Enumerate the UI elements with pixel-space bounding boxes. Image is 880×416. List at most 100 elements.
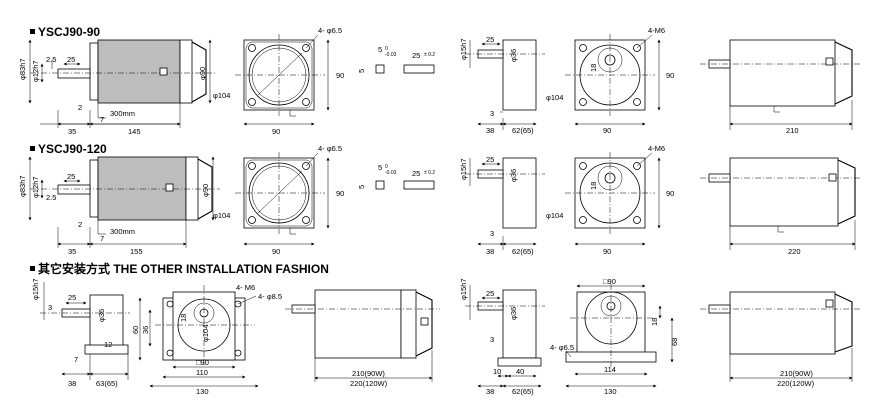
dim-label: 35 [68,127,76,136]
dim-label: 38 [486,247,494,256]
dim-label: 90 [666,71,674,80]
dim-label: 60 [131,326,140,334]
dim-label: φ36 [509,169,518,182]
dim-label: 4- φ6.5 [318,144,342,153]
dim-label: 300mm [110,227,135,236]
flange-front-view-row2 [235,152,330,246]
section-title: YSCJ90-120 [38,142,107,156]
dim-label: 18 [589,64,598,72]
dim-label: φ104 [546,93,563,102]
dim-label: 62(65) [512,247,534,256]
dim-label: 4- M6 [236,283,255,292]
dim-label: 155 [130,247,143,256]
flange-front-view-row1 [235,34,330,126]
foot-gearmotor-side-view [700,291,862,382]
dim-label: 4- φ6.5 [550,343,574,352]
tolerance-label: 0 [385,46,388,52]
dim-label: 90 [603,247,611,256]
bracket-side-view [40,282,130,380]
dim-label: 25 [67,55,75,64]
dim-label: 25 [67,172,75,181]
dim-label: 2.5 [46,193,56,202]
dim-label: 130 [604,387,617,396]
bullet-square-icon [30,266,35,272]
dim-label: 3 [490,229,494,238]
dim-label: 25 [412,51,420,60]
tolerance-label: -0.03 [385,170,397,176]
dim-label: 4-M6 [648,144,665,153]
dim-label: 62(65) [512,126,534,135]
key-detail-row1 [375,64,435,74]
dim-label: φ104 [213,211,230,220]
dim-label: 62(65) [512,387,534,396]
dim-label: φ83h7 [18,58,27,80]
dim-label: φ15h7 [459,278,468,300]
dim-label: 5 [378,45,382,54]
dim-label: 35 [68,247,76,256]
dim-label: 220(120W) [350,379,388,388]
dim-label: 38 [486,126,494,135]
dim-label: φ83h7 [18,175,27,197]
dim-label: 90 [336,189,344,198]
dim-label: 18 [589,182,598,190]
foot-mount-side-view [465,285,545,388]
dim-label: 36 [141,326,150,334]
bullet-square-icon [30,29,35,35]
dim-label: 7 [74,355,78,364]
dim-label: 25 [68,293,76,302]
dim-label: 4-M6 [648,26,665,35]
section-title: YSCJ90-90 [38,25,101,39]
dim-label: φ104 [546,211,563,220]
tolerance-label: ± 0.2 [424,170,435,176]
dim-label: φ90 [201,184,210,197]
dim-label: φ15h7 [31,278,40,300]
dim-label: 110 [196,368,208,377]
dim-label: 7 [100,115,104,124]
dim-label: 18 [179,314,188,322]
dim-label: 90 [603,126,611,135]
foot-mount-front-view [565,284,674,388]
dim-label: 3 [490,335,494,344]
dim-label: 130 [196,387,209,396]
motor-body [97,39,181,104]
dim-label: φ104 [201,325,210,342]
bracket-front-view [138,285,259,388]
key-detail-row2 [375,180,435,190]
dim-label: 145 [128,127,141,136]
section-heading-yscj90-120: YSCJ90-120 [30,143,107,155]
gearmotor-side-view-row2 [700,157,862,250]
dim-label: φ36 [509,307,518,320]
dim-label: 3 [48,303,52,312]
dim-label: 5 [357,185,366,189]
dim-label: φ15h7 [459,38,468,60]
section-title: 其它安装方式 THE OTHER INSTALLATION FASHION [38,262,329,276]
dim-label: 210(90W) [780,369,813,378]
dim-label: φ104 [213,91,230,100]
dim-label: 2 [78,220,82,229]
dim-label: 114 [604,365,616,374]
dim-label: 63(65) [96,379,118,388]
dim-label: 7 [100,234,104,243]
dim-label: φ90 [198,67,207,80]
dim-label: 2 [78,103,82,112]
dim-label: 90 [272,127,280,136]
dim-label: 25 [412,169,420,178]
dim-label: 25 [486,289,494,298]
dim-label: □90 [603,277,616,286]
dim-label: 38 [486,387,494,396]
tolerance-label: 0 [385,164,388,170]
dim-label: 68 [670,338,679,346]
gearbox-side-view-row1 [465,39,545,130]
motor-side-view-row1 [28,39,215,128]
dim-label: 4- φ8.5 [258,292,282,301]
dim-label: φ36 [97,309,106,322]
gearbox-front-view-row2 [565,152,661,246]
dim-label: 220 [788,247,801,256]
section-heading-other-installation: 其它安装方式 THE OTHER INSTALLATION FASHION [30,263,329,275]
dim-label: 12 [104,340,112,349]
motor-side-view-row2 [28,156,220,248]
dim-label: 210 [786,126,799,135]
tolerance-label: -0.03 [385,52,397,58]
